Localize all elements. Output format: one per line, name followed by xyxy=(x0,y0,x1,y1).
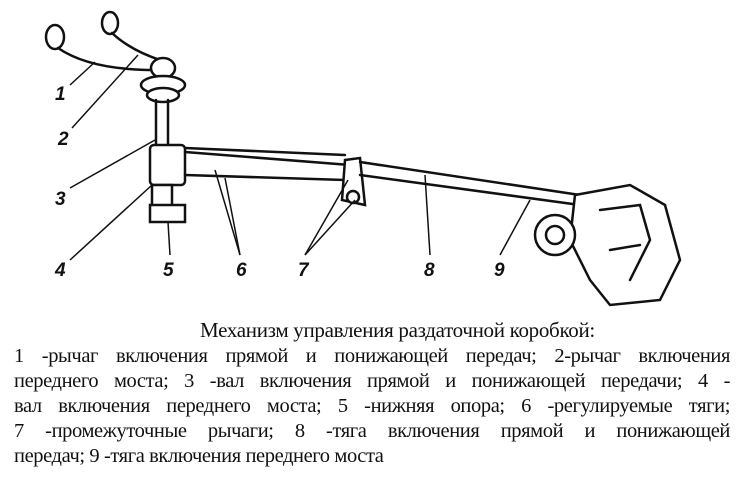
label-6: 6 xyxy=(236,260,247,281)
caption-line: переднего моста; 3 -вал включения прямой… xyxy=(14,370,730,392)
caption-title: Механизм управления раздаточной коробкой… xyxy=(200,318,595,342)
lever-2-knob xyxy=(100,10,120,36)
rod-9 xyxy=(358,173,582,207)
label-3: 3 xyxy=(55,189,66,210)
transfer-case-control-mechanism-diagram: 1 2 3 4 5 6 7 8 9 xyxy=(44,10,682,307)
label-7: 7 xyxy=(298,260,310,281)
label-4: 4 xyxy=(54,260,66,281)
caption-line: вал включения переднего моста; 5 -нижняя… xyxy=(14,395,730,417)
adjustable-rods-6 xyxy=(183,150,352,182)
label-5: 5 xyxy=(163,260,174,281)
lever-1 xyxy=(56,46,157,72)
rod-8 xyxy=(358,160,582,197)
caption-line: 1 -рычаг включения прямой и понижающей п… xyxy=(14,345,730,367)
label-8: 8 xyxy=(424,260,435,281)
label-1: 1 xyxy=(55,84,66,105)
caption-line: 7 -промежуточные рычаги; 8 -тяга включен… xyxy=(14,420,730,442)
label-9: 9 xyxy=(494,260,505,281)
lever-1-knob xyxy=(44,23,66,51)
lever-2 xyxy=(110,31,162,62)
transfer-case xyxy=(568,183,682,307)
caption-line: передач; 9 -тяга включения переднего мос… xyxy=(14,445,384,467)
label-2: 2 xyxy=(57,129,69,150)
lower-support-5 xyxy=(148,203,187,224)
